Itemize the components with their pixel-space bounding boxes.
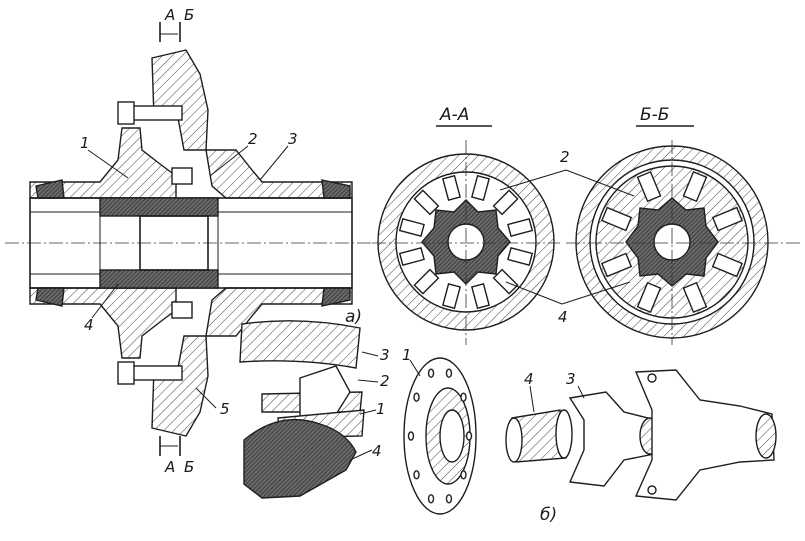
housing-half — [634, 369, 775, 501]
flange-hole — [465, 431, 473, 441]
lower-bolt-head — [117, 361, 135, 385]
flange-hole — [445, 494, 453, 504]
bb-roller — [682, 281, 708, 314]
detail-part-number-4: 4 — [372, 442, 382, 460]
section-mark-b-bottom-label: Б — [184, 458, 194, 476]
bb-roller — [636, 170, 662, 203]
carrier-fork — [568, 391, 665, 487]
leader-2-bb — [565, 169, 635, 197]
detail-leader-4 — [349, 449, 373, 461]
leader-3 — [259, 145, 289, 181]
upper-bolt-head — [117, 101, 135, 125]
detail-roller — [299, 365, 351, 425]
leader-4-aa — [505, 281, 563, 305]
part-number-4: 4 — [84, 316, 94, 334]
bb-roller — [711, 206, 744, 232]
aa-roller — [492, 189, 519, 216]
section-leaders: 2 4 — [499, 148, 635, 326]
bb-roller — [600, 206, 633, 232]
pawl-lower — [171, 301, 193, 319]
leader-4 — [91, 283, 119, 319]
leader-4-bb — [561, 281, 631, 305]
spline-bushing-end — [505, 417, 523, 463]
leader-5 — [195, 387, 217, 409]
section-mark-a-bottom-label: А — [164, 458, 175, 476]
hub-lower — [99, 269, 219, 289]
leader-2 — [209, 145, 249, 177]
section-b-b: Б-Б — [566, 105, 800, 345]
section-part-number-2: 2 — [560, 148, 570, 166]
housing-right-upper — [205, 149, 353, 199]
part-number-1: 1 — [80, 134, 90, 152]
section-part-number-4: 4 — [558, 308, 568, 326]
exploded-leader-4 — [529, 385, 535, 413]
longitudinal-section: А Б А Б 1 2 3 4 5 а) — [5, 6, 372, 476]
flange-hole — [407, 431, 415, 441]
exploded-part-number-1: 1 — [402, 346, 412, 364]
exploded-part-number-4: 4 — [524, 370, 534, 388]
detail-view: 3 2 1 4 — [239, 320, 390, 499]
aa-roller — [470, 174, 490, 201]
aa-roller — [413, 189, 440, 216]
leader-2-aa — [499, 169, 567, 191]
bb-rollers — [600, 170, 744, 314]
housing-half-hole-bottom — [647, 485, 657, 495]
section-mark-b-top-label: Б — [184, 6, 194, 24]
aa-roller — [398, 246, 425, 266]
aa-roller — [442, 174, 462, 201]
detail-leader-1 — [359, 409, 377, 415]
flange-hole — [413, 470, 420, 480]
part-number-3: 3 — [288, 130, 298, 148]
hub-upper — [99, 197, 219, 217]
flange-hole — [460, 470, 467, 480]
lower-flange — [151, 335, 209, 437]
bb-roller — [636, 281, 662, 314]
housing-half-bore — [755, 413, 777, 459]
aa-roller — [492, 268, 519, 295]
part-number-2: 2 — [248, 130, 258, 148]
pawl-upper — [171, 167, 193, 185]
aa-roller — [413, 268, 440, 295]
aa-roller — [507, 218, 534, 238]
leader-1 — [87, 149, 129, 179]
section-a-a: А-А — [372, 105, 560, 345]
section-mark-a-top-label: А — [164, 6, 175, 24]
aa-roller — [507, 246, 534, 266]
upper-flange — [151, 49, 209, 151]
flange-hole — [460, 392, 467, 402]
detail-leader-2 — [357, 379, 379, 383]
detail-part-number-2: 2 — [380, 372, 390, 390]
aa-roller — [442, 283, 462, 310]
flange-hole — [427, 494, 435, 504]
exploded-leader-3 — [577, 385, 585, 399]
detail-star-4 — [243, 418, 357, 499]
view-label-b: б) — [540, 505, 557, 525]
bb-roller — [600, 252, 633, 278]
part-number-5: 5 — [220, 400, 230, 418]
aa-roller — [398, 218, 425, 238]
detail-part-number-3: 3 — [380, 346, 390, 364]
detail-ring-3 — [239, 320, 361, 369]
detail-leader-3 — [361, 351, 379, 357]
exploded-leader-1 — [409, 359, 421, 377]
detail-part-number-1: 1 — [376, 400, 386, 418]
bb-roller — [682, 170, 708, 203]
section-title-bb: Б-Б — [640, 105, 669, 125]
spline-bushing-end-right — [555, 409, 573, 459]
flange-holes — [407, 368, 473, 504]
view-label-a: а) — [345, 307, 362, 327]
aa-rollers — [398, 174, 534, 310]
aa-roller — [470, 283, 490, 310]
hub-inner — [139, 215, 209, 271]
flange-hole — [427, 368, 435, 378]
flange-hole — [445, 368, 453, 378]
exploded-view: 1 4 3 б) — [402, 346, 777, 525]
flange-disc-bore — [439, 409, 465, 463]
flange-hole — [413, 392, 420, 402]
section-title-aa: А-А — [439, 105, 469, 125]
bb-roller — [711, 252, 744, 278]
housing-half-hole-top — [647, 373, 657, 383]
exploded-part-number-3: 3 — [566, 370, 576, 388]
